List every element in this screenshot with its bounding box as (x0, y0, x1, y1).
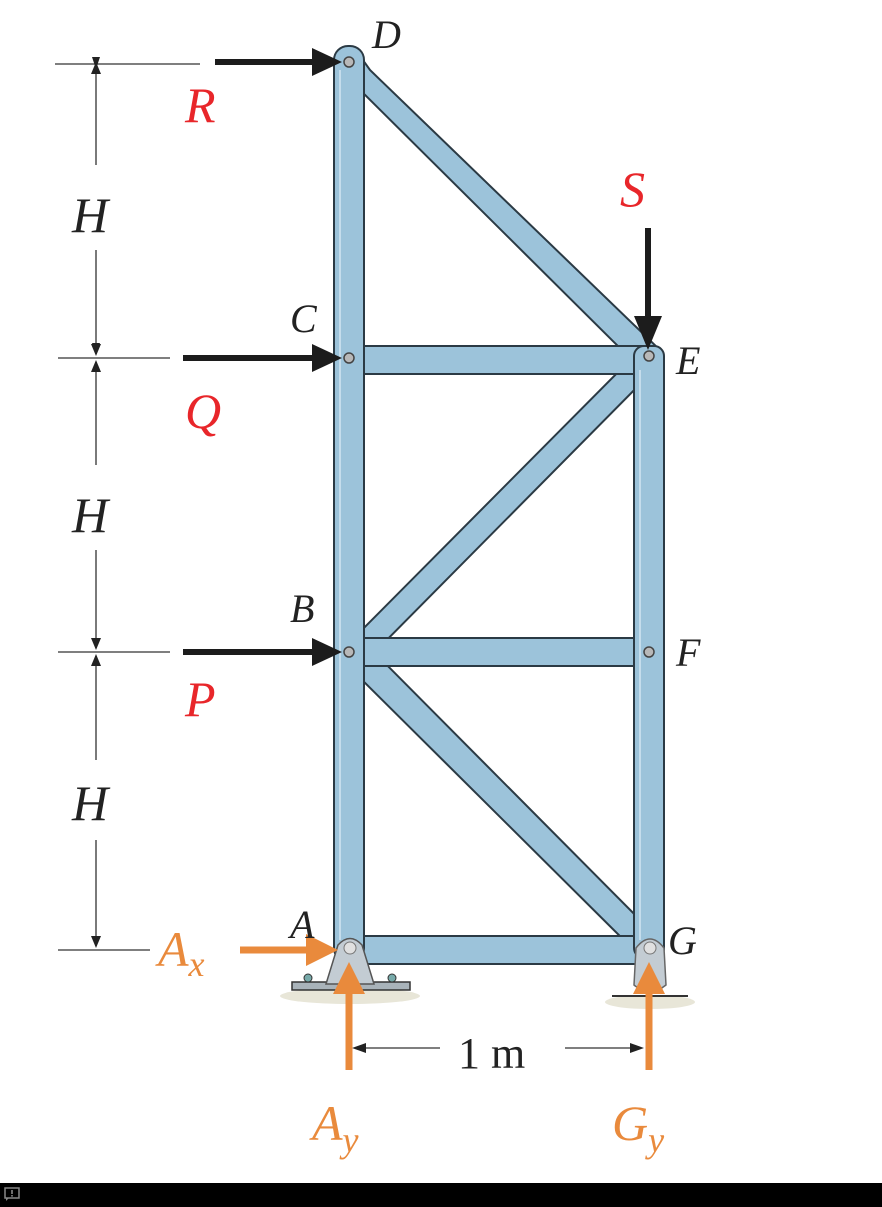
reaction-label-gy: Gy (612, 1095, 664, 1160)
dim-label-h1: H (71, 187, 111, 243)
truss-members (333, 45, 665, 965)
reaction-forces (240, 946, 653, 1070)
bottom-status-bar (0, 1183, 882, 1207)
pins (343, 56, 655, 658)
load-label-r: R (184, 77, 216, 133)
node-label-b: B (290, 586, 314, 631)
node-label-g: G (668, 918, 697, 963)
applied-loads (183, 59, 651, 655)
node-label-d: D (371, 12, 401, 57)
reaction-label-ax: Ax (155, 921, 205, 984)
dim-label-h2: H (71, 487, 111, 543)
node-label-c: C (290, 296, 318, 341)
reaction-label-ay: Ay (309, 1095, 359, 1160)
load-label-p: P (184, 671, 216, 727)
load-label-s: S (620, 161, 645, 217)
dimension-lines (55, 57, 640, 1049)
node-label-a: A (287, 902, 315, 947)
node-label-e: E (675, 338, 700, 383)
dim-label-h3: H (71, 775, 111, 831)
node-label-f: F (675, 630, 701, 675)
feedback-icon[interactable] (4, 1187, 20, 1201)
dim-label-span: 1 m (458, 1029, 525, 1078)
load-label-q: Q (185, 383, 221, 439)
